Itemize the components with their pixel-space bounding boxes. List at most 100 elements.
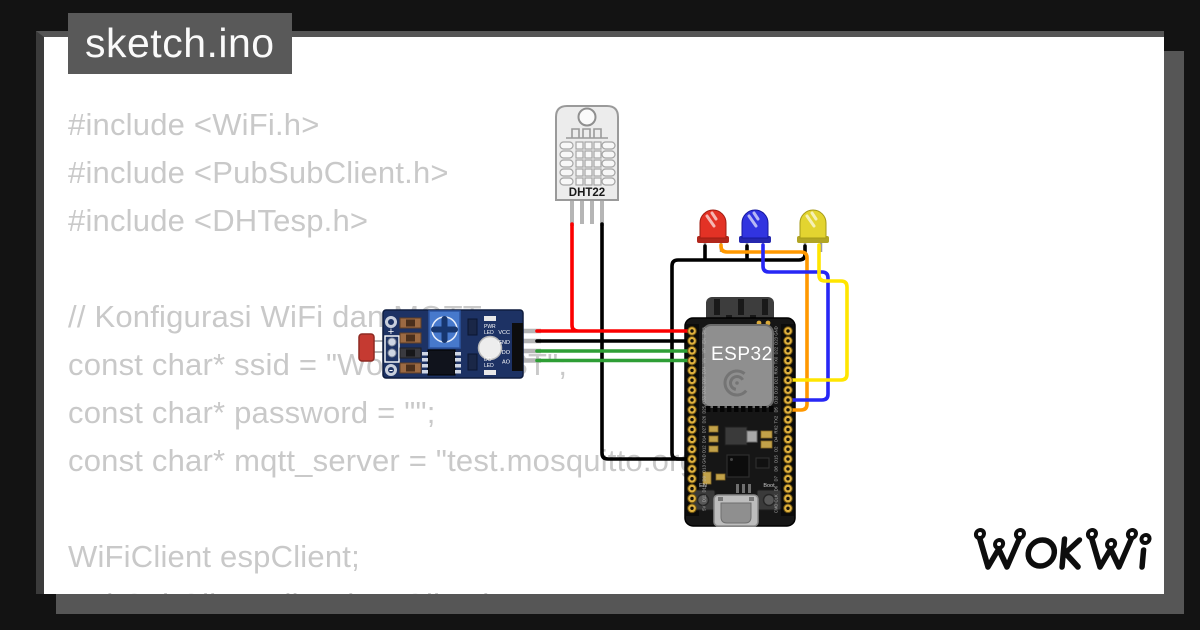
esp32-pin-label: RX2 [774, 425, 779, 434]
logo-node-icon [1085, 528, 1098, 540]
esp32-pin-hole-icon [786, 496, 790, 501]
esp32-pin-hole-icon [786, 378, 790, 382]
esp32-pin-label: TX0 [774, 356, 779, 364]
wokwi-logo [973, 528, 1152, 570]
ldr-module[interactable]: + - [358, 309, 541, 379]
module-smd [467, 318, 478, 336]
code-line: PubSubClient client(espClient); [68, 581, 717, 594]
module-pin-label: DO [502, 350, 511, 356]
esp32-pin-hole-icon [690, 388, 694, 392]
esp32-pin-label: D12 [702, 445, 707, 453]
dht22-mount-hole-icon [577, 107, 597, 127]
module-do-led-label: DO [484, 357, 492, 363]
module-pwr-led-label: LED [484, 330, 494, 336]
espressif-swirl-icon [723, 369, 751, 397]
esp32-pin-hole-icon [786, 437, 790, 442]
esp32-pin-hole-icon [786, 447, 790, 451]
esp32-pin-hole-icon [690, 368, 694, 373]
esp32-pin-label: 3V3 [702, 327, 707, 335]
file-tab[interactable]: sketch.ino [68, 13, 292, 74]
module-trimpot[interactable] [428, 310, 461, 349]
esp32-pin-label: D6 [774, 485, 779, 491]
logo-node-icon [1105, 538, 1118, 550]
esp32-pin-label: D32 [702, 386, 707, 394]
esp32-pin-hole-icon [690, 398, 694, 402]
led-highlight-icon [747, 211, 760, 228]
esp32-pin-label: D11 [702, 494, 707, 502]
esp32-pin-label: D2 [774, 446, 779, 452]
module-header [512, 323, 523, 371]
circuit-canvas: DHT22 + - [358, 105, 1152, 570]
esp32-pin-hole-icon [690, 408, 694, 412]
esp32-pin-label: D8 [774, 466, 779, 472]
module-plus-label: + [388, 326, 394, 338]
red-led[interactable] [697, 209, 729, 243]
logo-node-icon [993, 538, 1006, 550]
esp32-pin-hole-icon [786, 368, 790, 373]
esp32-pin-hole-icon [690, 358, 694, 363]
yellow-led[interactable] [797, 209, 829, 243]
esp32-pin-hole-icon [690, 496, 694, 501]
esp32-pin-label: D33 [702, 395, 707, 403]
esp32-pin-label: D10 [702, 484, 707, 492]
logo-node-icon [1013, 528, 1026, 540]
esp32-boot-button[interactable]: Boot [756, 483, 782, 511]
module-pad-bracket [384, 335, 400, 363]
esp32-pin-label: RX0 [774, 366, 779, 375]
blue-led[interactable] [739, 209, 771, 243]
esp32-usb-connector [713, 494, 759, 527]
esp32-pin-hole-icon [786, 417, 790, 422]
logo-node-icon [973, 528, 986, 540]
esp32-pin-hole-icon [786, 467, 790, 471]
module-pin-label: AO [502, 360, 511, 366]
esp32-pin-label: D13 [702, 464, 707, 472]
esp32-pin-hole-icon [786, 457, 790, 461]
wire-orange-red-led[interactable] [719, 243, 809, 412]
esp32-pin-label: 5V [702, 506, 707, 511]
esp32-pin-hole-icon [690, 378, 694, 382]
esp32-pin-label: TX2 [774, 415, 779, 423]
esp32-pin-label: CMD [774, 504, 779, 514]
esp32-pin-hole-icon [690, 339, 694, 343]
module-do-led [484, 370, 496, 375]
wire-red-vcc[interactable] [535, 222, 694, 333]
wire-black-dht-gnd[interactable] [600, 222, 694, 461]
module-pin-label: VCC [498, 330, 510, 336]
module-pin-label: GND [498, 340, 510, 346]
esp32-pin-label: D7 [774, 475, 779, 481]
esp32-pin-label: D27 [702, 425, 707, 433]
esp32-pin-hole-icon [786, 329, 790, 333]
code-line: #include <DHTesp.h> [68, 203, 369, 238]
led-highlight-icon [705, 211, 718, 228]
esp32-pin-label: D5 [774, 406, 779, 412]
esp32-pin-label: D9 [702, 475, 707, 481]
module-pwr-led-label: PWR [484, 324, 496, 330]
wires [535, 222, 849, 461]
esp32-pin-hole-icon [786, 486, 790, 491]
logo-node-icon [1125, 528, 1138, 540]
esp32-pin-label: D35 [702, 376, 707, 384]
esp32-pin-label: D25 [702, 405, 707, 413]
module-hole-icon [385, 364, 397, 376]
dht22-crown-icon [566, 128, 608, 139]
esp32-pin-hole-icon [786, 388, 790, 392]
esp32-pin-hole-icon [690, 486, 694, 491]
module-capacitor [477, 335, 503, 361]
esp32-pin-label: D26 [702, 415, 707, 423]
module-do-led-label: LED [484, 363, 494, 369]
dht22-label: DHT22 [569, 187, 605, 199]
code-line: #include <PubSubClient.h> [68, 155, 449, 190]
module-hole-icon [385, 316, 397, 328]
module-ic [422, 349, 461, 376]
esp32-pin-label: GND [774, 326, 779, 335]
esp32-pin-label: D4 [774, 436, 779, 442]
code-line: WiFiClient espClient; [68, 539, 360, 574]
esp32-pin-hole-icon [690, 437, 694, 442]
dht22-sensor[interactable]: DHT22 [555, 105, 619, 226]
wire-blue-blue-led[interactable] [761, 243, 830, 402]
wire-yellow-yellow-led[interactable] [786, 243, 849, 382]
logo-node-icon [1139, 533, 1152, 545]
esp32-pin-hole-icon [690, 417, 694, 422]
module-pad [387, 348, 397, 358]
esp32-pin-hole-icon [690, 329, 694, 333]
